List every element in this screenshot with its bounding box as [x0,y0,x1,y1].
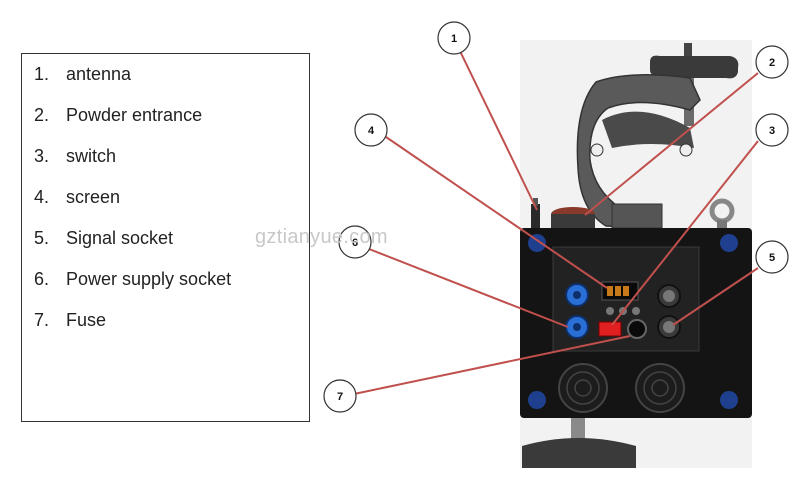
legend-number: 1. [34,64,50,84]
callout-label: 6 [352,237,358,249]
corner-foot [528,391,546,409]
legend-number: 3. [34,146,50,166]
legend-label: switch [66,146,117,166]
leader-line-fuse [353,335,631,395]
legend-item-power-supply-socket: 6. Power supply socket [34,267,231,308]
callout-label: 1 [451,33,457,45]
mounting-clamp [576,43,739,229]
stand [522,418,636,468]
legend-number: 4. [34,187,50,207]
legend-box: 1. antenna 2. Powder entrance 3. switch 4. s… [21,53,310,422]
legend-number: 2. [34,105,50,125]
callout-6: 6 [338,225,372,259]
cooling-fan [558,363,685,413]
leader-line-antenna [458,48,538,211]
power-supply-socket [565,283,589,339]
callout-label: 4 [368,125,375,137]
legend-label: Powder entrance [66,105,203,125]
legend-item-signal-socket: 5. Signal socket [34,226,231,267]
eye-bolt [709,198,735,230]
corner-foot [720,234,738,252]
callout-label: 5 [769,252,775,264]
leader-line-powder-entrance [584,72,759,216]
callout-label: 2 [769,57,775,69]
leader-lines [353,48,759,395]
callout-2: 2 [755,45,789,79]
legend-item-switch: 3. switch [34,144,231,185]
legend-label: antenna [66,64,132,84]
legend-label: screen [66,187,121,207]
leader-line-signal-socket [672,267,759,326]
leader-line-switch [611,140,759,326]
callout-label: 7 [337,391,343,403]
legend-label: Fuse [66,310,107,330]
legend-label: Power supply socket [66,269,232,289]
legend-number: 6. [34,269,50,289]
legend-list: 1. antenna 2. Powder entrance 3. switch 4. s… [34,62,231,349]
leader-line-screen [385,136,608,289]
legend-item-antenna: 1. antenna [34,62,231,103]
callout-label: 3 [769,125,775,137]
powder-entrance [551,207,595,228]
callout-1: 1 [437,21,471,55]
switch [598,321,622,337]
callout-7: 7 [323,379,357,413]
callout-5: 5 [755,240,789,274]
antenna [531,198,540,232]
fuse [627,319,647,339]
legend-item-screen: 4. screen [34,185,231,226]
legend-item-fuse: 7. Fuse [34,308,231,349]
screen [601,281,639,301]
corner-foot [528,234,546,252]
signal-socket [657,284,681,339]
legend-item-powder-entrance: 2. Powder entrance [34,103,231,144]
leader-line-power-supply-socket [368,248,569,328]
legend-number: 7. [34,310,50,330]
legend-number: 5. [34,228,50,248]
corner-foot [720,391,738,409]
callout-4: 4 [354,113,388,147]
watermark: gztianyue.com [255,226,388,248]
callout-3: 3 [755,113,789,147]
legend-label: Signal socket [66,228,174,248]
